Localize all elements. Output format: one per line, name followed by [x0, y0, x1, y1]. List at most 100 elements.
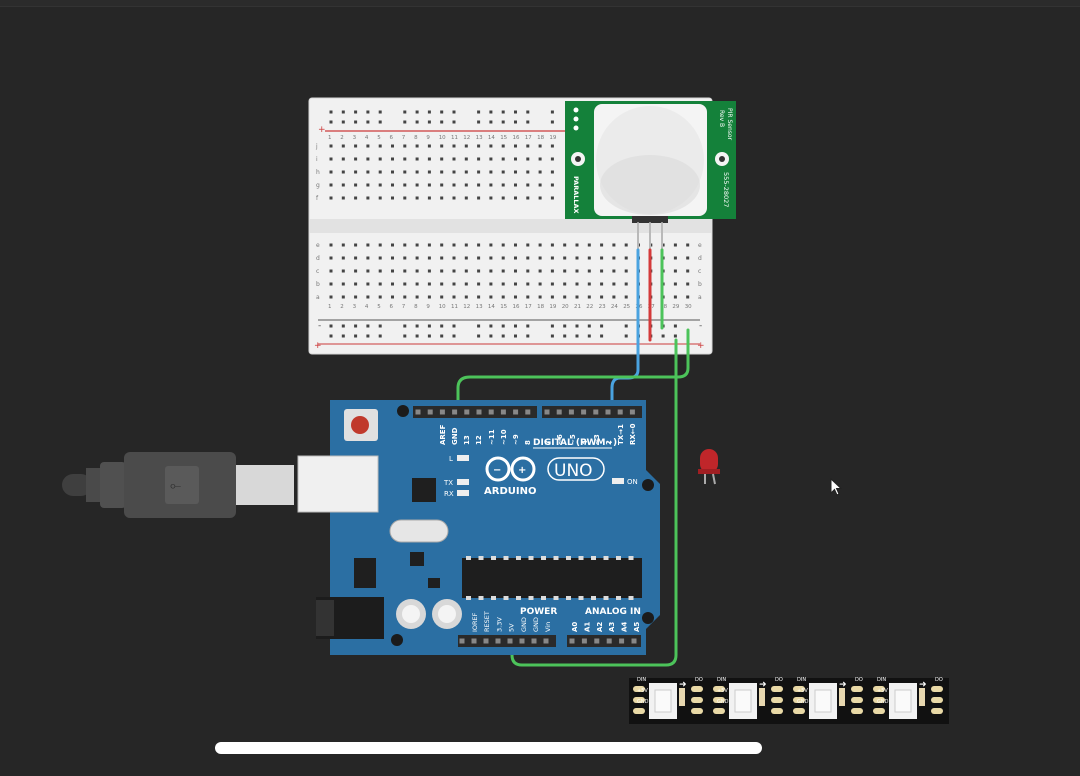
breadboard-hole[interactable] [501, 144, 505, 148]
breadboard-hole[interactable] [403, 196, 407, 200]
header-pin[interactable] [581, 638, 587, 644]
breadboard-hole[interactable] [489, 196, 493, 200]
breadboard-hole[interactable] [477, 144, 481, 148]
breadboard-hole[interactable] [673, 243, 677, 247]
breadboard-hole[interactable] [477, 110, 481, 114]
breadboard-hole[interactable] [464, 157, 468, 161]
breadboard-hole[interactable] [550, 334, 554, 338]
header-pin[interactable] [507, 638, 513, 644]
header-pin[interactable] [556, 409, 562, 415]
header-pin[interactable] [569, 638, 575, 644]
breadboard-hole[interactable] [464, 196, 468, 200]
strip-pixels[interactable]: ➜DIN+5VGNDDO➜DIN+5VGNDDO➜DIN+5VGNDDO➜DIN… [633, 677, 943, 719]
header-pin[interactable] [525, 409, 531, 415]
breadboard-hole[interactable] [550, 183, 554, 187]
breadboard-hole[interactable] [477, 183, 481, 187]
breadboard-hole[interactable] [514, 243, 517, 247]
breadboard-hole[interactable] [378, 324, 382, 328]
breadboard-hole[interactable] [354, 144, 358, 148]
breadboard-hole[interactable] [600, 256, 604, 260]
breadboard-hole[interactable] [489, 269, 493, 273]
breadboard-hole[interactable] [329, 196, 333, 200]
breadboard-hole[interactable] [329, 282, 333, 286]
breadboard-hole[interactable] [452, 282, 456, 286]
breadboard-hole[interactable] [440, 334, 444, 338]
breadboard-hole[interactable] [550, 196, 554, 200]
breadboard-hole[interactable] [341, 157, 345, 161]
breadboard-hole[interactable] [587, 334, 591, 338]
breadboard-hole[interactable] [550, 324, 554, 328]
breadboard-hole[interactable] [391, 144, 394, 148]
breadboard-hole[interactable] [354, 120, 358, 124]
breadboard-hole[interactable] [489, 144, 493, 148]
breadboard-hole[interactable] [427, 324, 431, 328]
breadboard-hole[interactable] [600, 334, 604, 338]
header-pin[interactable] [471, 638, 477, 644]
breadboard-hole[interactable] [477, 324, 481, 328]
header-pin[interactable] [519, 638, 525, 644]
breadboard-hole[interactable] [403, 295, 407, 299]
breadboard-hole[interactable] [415, 183, 419, 187]
breadboard-hole[interactable] [477, 295, 481, 299]
red-led[interactable] [698, 449, 720, 485]
breadboard-hole[interactable] [440, 324, 444, 328]
breadboard-hole[interactable] [378, 269, 382, 273]
header-pins[interactable] [415, 409, 637, 644]
breadboard-hole[interactable] [403, 269, 407, 273]
breadboard-hole[interactable] [501, 196, 505, 200]
breadboard-hole[interactable] [341, 256, 345, 260]
breadboard-hole[interactable] [526, 157, 530, 161]
breadboard-hole[interactable] [464, 295, 468, 299]
breadboard-hole[interactable] [489, 295, 493, 299]
breadboard-hole[interactable] [587, 256, 591, 260]
breadboard-hole[interactable] [378, 295, 382, 299]
breadboard-hole[interactable] [427, 170, 431, 174]
breadboard-hole[interactable] [612, 269, 616, 273]
header-pin[interactable] [606, 638, 612, 644]
breadboard-hole[interactable] [452, 110, 456, 114]
breadboard-hole[interactable] [366, 269, 370, 273]
breadboard-hole[interactable] [354, 243, 358, 247]
breadboard-hole[interactable] [415, 282, 419, 286]
breadboard-hole[interactable] [354, 196, 358, 200]
breadboard-hole[interactable] [415, 334, 419, 338]
breadboard-hole[interactable] [686, 256, 690, 260]
breadboard-hole[interactable] [477, 243, 481, 247]
breadboard-hole[interactable] [452, 144, 456, 148]
breadboard-hole[interactable] [563, 243, 567, 247]
breadboard-hole[interactable] [477, 282, 481, 286]
breadboard-hole[interactable] [366, 157, 370, 161]
breadboard-hole[interactable] [587, 282, 591, 286]
reset-button-cap[interactable] [351, 416, 369, 434]
breadboard-hole[interactable] [378, 110, 382, 114]
green-wire-5v[interactable] [510, 338, 678, 667]
breadboard-hole[interactable] [526, 256, 530, 260]
breadboard-hole[interactable] [452, 157, 456, 161]
breadboard-hole[interactable] [514, 324, 517, 328]
breadboard-hole[interactable] [366, 256, 370, 260]
breadboard-hole[interactable] [366, 183, 370, 187]
breadboard-hole[interactable] [673, 282, 677, 286]
breadboard-hole[interactable] [673, 295, 677, 299]
breadboard-hole[interactable] [440, 256, 444, 260]
breadboard-hole[interactable] [538, 183, 542, 187]
breadboard-hole[interactable] [575, 282, 579, 286]
header-pin[interactable] [464, 409, 470, 415]
breadboard-hole[interactable] [575, 324, 579, 328]
breadboard-hole[interactable] [354, 170, 358, 174]
breadboard-hole[interactable] [538, 282, 542, 286]
header-pin[interactable] [594, 638, 600, 644]
breadboard-hole[interactable] [550, 144, 554, 148]
breadboard-hole[interactable] [415, 256, 419, 260]
breadboard-hole[interactable] [440, 144, 444, 148]
breadboard-hole[interactable] [427, 120, 431, 124]
breadboard-hole[interactable] [427, 243, 431, 247]
breadboard-hole[interactable] [415, 269, 419, 273]
breadboard-hole[interactable] [427, 157, 431, 161]
pir-sensor[interactable]: PARALLAX PIR Sensor Rev B 555-28027 [565, 101, 736, 223]
breadboard-hole[interactable] [526, 269, 530, 273]
breadboard-hole[interactable] [526, 243, 530, 247]
breadboard-hole[interactable] [673, 324, 677, 328]
breadboard-hole[interactable] [341, 324, 345, 328]
